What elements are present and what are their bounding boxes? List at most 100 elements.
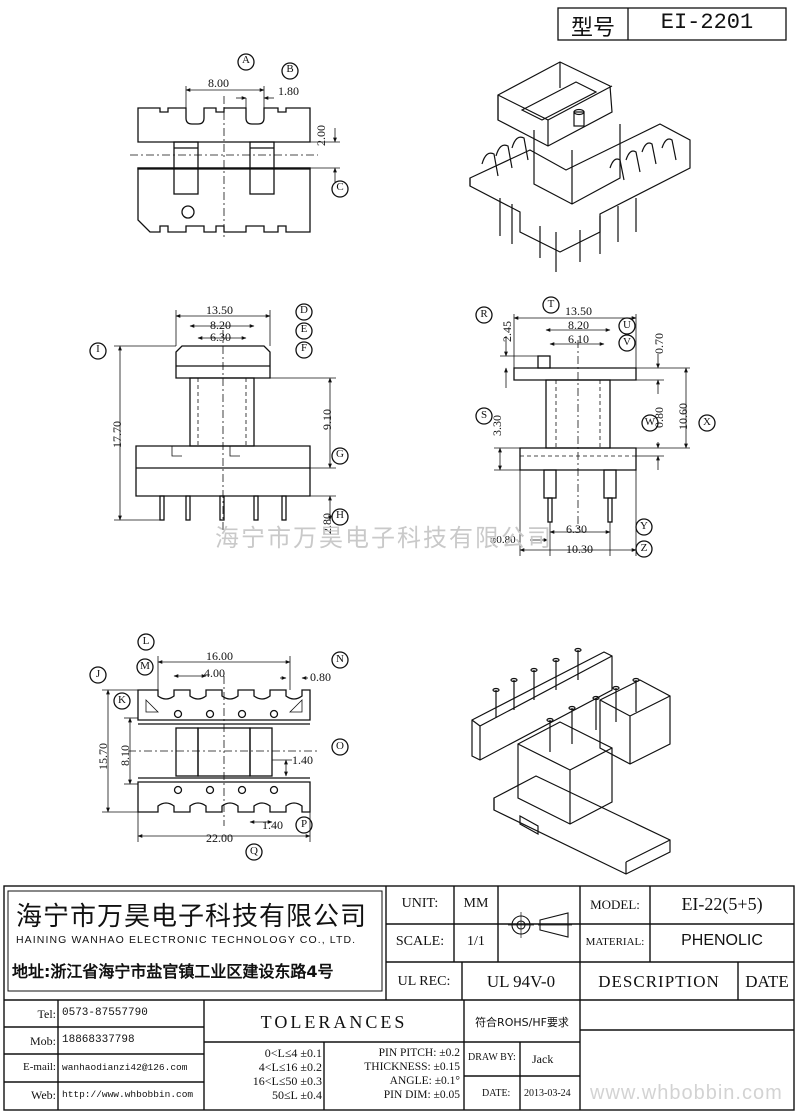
callout-c: C — [336, 181, 344, 193]
callout-p: P — [300, 818, 308, 830]
dim-16-00: 16.00 — [206, 649, 233, 663]
callout-m: M — [140, 660, 150, 672]
view-iso-top — [469, 61, 691, 272]
dim-10-30: 10.30 — [566, 542, 593, 556]
company-name-en: HAINING WANHAO ELECTRONIC TECHNOLOGY CO.… — [16, 934, 357, 946]
contact-mob-value: 18868337798 — [62, 1034, 135, 1046]
dim-4-00: 4.00 — [204, 666, 225, 680]
dim-15-70: 15.70 — [96, 743, 110, 770]
dim-0-80-b: 0.80 — [310, 670, 331, 684]
date-label: DATE: — [482, 1088, 511, 1099]
callout-h: H — [336, 509, 344, 521]
contact-email-value[interactable]: wanhaodianzi42@126.com — [62, 1062, 188, 1073]
dim-10-60: 10.60 — [676, 403, 690, 430]
scale-value: 1/1 — [467, 934, 485, 949]
view-side-left — [89, 303, 349, 530]
view-bottom-plan — [89, 633, 349, 861]
dim-1-40-b: 1.40 — [262, 818, 283, 832]
dim-13-50-right: 13.50 — [565, 304, 592, 318]
dim-13-50-left: 13.50 — [206, 303, 233, 317]
callout-q: Q — [250, 845, 258, 857]
callout-f: F — [300, 342, 308, 354]
dim-22-00: 22.00 — [206, 831, 233, 845]
model-label: MODEL: — [590, 897, 640, 912]
dim-8-10: 8.10 — [118, 745, 132, 766]
dim-6-30-left: 6.30 — [210, 330, 231, 344]
callout-d: D — [300, 304, 308, 316]
dim-8-20-left: 8.20 — [210, 318, 231, 332]
contact-web-value[interactable]: http://www.whbobbin.com — [62, 1089, 194, 1100]
callout-i: I — [96, 343, 100, 355]
callout-o: O — [336, 740, 344, 752]
view-top-plan — [130, 53, 349, 240]
header-model-box — [557, 7, 787, 41]
scale-label: SCALE: — [395, 934, 445, 949]
unit-label: UNIT: — [401, 896, 439, 911]
tolerance-range-3: 16<L≤50 ±0.3 — [252, 1074, 322, 1088]
contact-email-label: E-mail: — [23, 1061, 56, 1073]
ulrec-value: UL 94V-0 — [486, 972, 556, 991]
callout-g: G — [336, 448, 344, 460]
dim-phi-0-80: φ0.80 — [490, 534, 516, 546]
dim-9-10: 9.10 — [320, 409, 334, 430]
callout-s: S — [480, 409, 488, 421]
watermark-url: www.whbobbin.com — [590, 1082, 783, 1104]
contact-web-label: Web: — [30, 1088, 56, 1102]
tolerance-range-1: 0<L≤4 ±0.1 — [264, 1046, 322, 1060]
callout-k: K — [118, 694, 126, 706]
tolerance-specs: PIN PITCH: ±0.2 THICKNESS: ±0.15 ANGLE: … — [326, 1046, 460, 1102]
callout-n: N — [336, 653, 344, 665]
callout-e: E — [300, 323, 308, 335]
material-label: MATERIAL: — [585, 936, 645, 948]
callout-x: X — [703, 416, 711, 428]
material-value: PHENOLIC — [681, 932, 763, 949]
view-iso-bottom — [471, 647, 671, 875]
dim-8-20-right: 8.20 — [568, 318, 589, 332]
ulrec-label: UL REC: — [397, 974, 451, 989]
callout-r: R — [480, 308, 488, 320]
watermark-text: 海宁市万昊电子科技有限公司 — [215, 524, 553, 552]
dim-6-10: 6.10 — [568, 332, 589, 346]
tolerance-range-2: 4<L≤16 ±0.2 — [258, 1060, 322, 1074]
callout-u: U — [623, 319, 631, 331]
contact-tel-value: 0573-87557790 — [62, 1007, 148, 1019]
callout-t: T — [547, 298, 555, 310]
dim-3-30: 3.30 — [490, 415, 504, 436]
tolerance-spec-1: PIN PITCH: ±0.2 — [378, 1047, 460, 1059]
dim-2-00: 2.00 — [314, 125, 328, 146]
title-block-grid — [3, 885, 795, 1111]
contact-tel-label: Tel: — [37, 1007, 57, 1021]
tolerances-title: TOLERANCES — [260, 1012, 408, 1032]
dim-17-70: 17.70 — [110, 421, 124, 448]
callout-j: J — [95, 668, 101, 680]
model-value: EI-22(5+5) — [681, 894, 763, 914]
date-header: DATE — [745, 972, 789, 991]
dim-2-45: 2.45 — [500, 321, 514, 342]
tolerance-spec-2: THICKNESS: ±0.15 — [364, 1061, 460, 1073]
callout-l: L — [142, 635, 150, 647]
dim-6-30-right: 6.30 — [566, 522, 587, 536]
contact-mob-label: Mob: — [29, 1034, 56, 1048]
callout-b: B — [286, 63, 294, 75]
callout-w: W — [644, 416, 656, 428]
drawby-label: DRAW BY: — [468, 1052, 516, 1063]
header-model-label: 型号 — [570, 15, 615, 40]
company-address: 地址:浙江省海宁市盐官镇工业区建设东路4号 — [12, 962, 334, 981]
view-side-right — [475, 296, 716, 558]
rohs-compliance: 符合ROHS/HF要求 — [475, 1016, 569, 1029]
dim-8-00: 8.00 — [208, 76, 229, 90]
header-model-value: EI-2201 — [660, 10, 754, 35]
tolerance-spec-3: ANGLE: ±0.1° — [389, 1075, 460, 1087]
company-name-cn: 海宁市万昊电子科技有限公司 — [16, 902, 368, 932]
callout-v: V — [623, 336, 631, 348]
dim-1-40-a: 1.40 — [292, 753, 313, 767]
dim-1-80: 1.80 — [278, 84, 299, 98]
date-value: 2013-03-24 — [524, 1088, 571, 1099]
callout-z: Z — [640, 542, 648, 554]
projection-symbol-icon — [508, 912, 572, 938]
callout-a: A — [242, 54, 250, 66]
tolerance-spec-4: PIN DIM: ±0.05 — [383, 1089, 460, 1101]
tolerance-ranges: 0<L≤4 ±0.1 4<L≤16 ±0.2 16<L≤50 ±0.3 50≤L… — [210, 1046, 322, 1102]
